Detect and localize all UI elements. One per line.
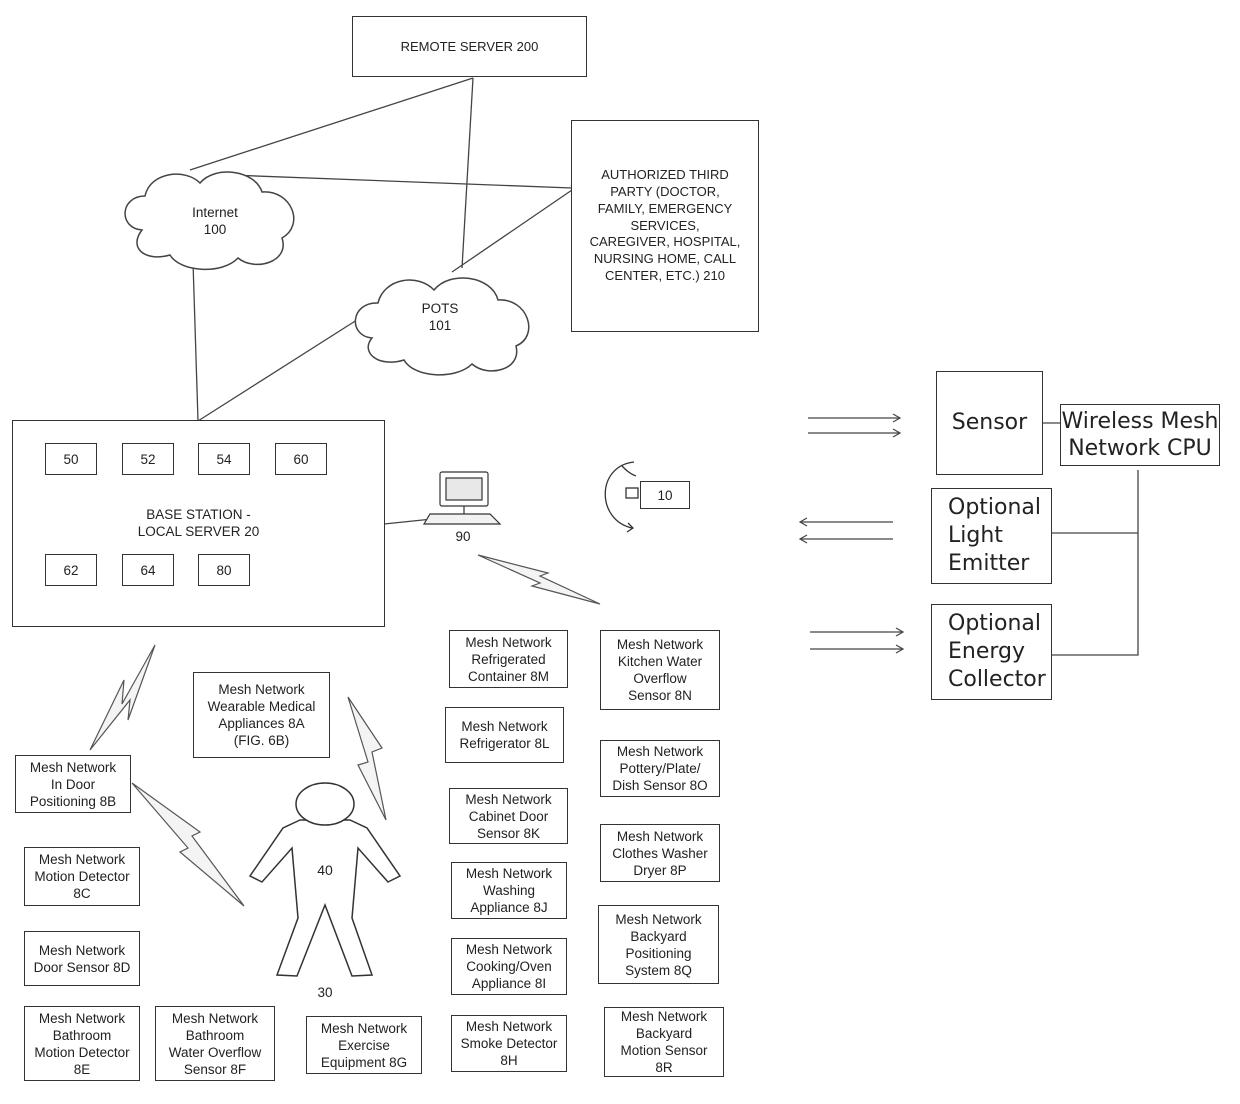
module-50: 50 — [45, 443, 97, 475]
device-8o: Mesh Network Pottery/Plate/ Dish Sensor … — [600, 740, 720, 797]
base-station-title: BASE STATION - LOCAL SERVER 20 — [13, 506, 384, 540]
internet-label: Internet 100 — [160, 204, 270, 238]
device-10-box: 10 — [640, 481, 690, 509]
link-pots-third-party — [452, 190, 572, 272]
device-8f: Mesh Network Bathroom Water Overflow Sen… — [155, 1006, 275, 1081]
lightning-icon — [90, 645, 155, 750]
lightning-icon — [478, 555, 600, 604]
third-party-box: AUTHORIZED THIRD PARTY (DOCTOR, FAMILY, … — [571, 120, 759, 332]
device-8b: Mesh Network In Door Positioning 8B — [15, 755, 131, 813]
device-8g: Mesh Network Exercise Equipment 8G — [306, 1016, 422, 1074]
device-8k: Mesh Network Cabinet Door Sensor 8K — [449, 788, 568, 844]
pots-label: POTS 101 — [385, 300, 495, 334]
link-cpu-bus — [1052, 470, 1138, 655]
module-52: 52 — [122, 443, 174, 475]
computer-label: 90 — [440, 528, 486, 545]
module-62: 62 — [45, 554, 97, 586]
rotation-arrows-icon — [605, 462, 638, 532]
module-60: 60 — [275, 443, 327, 475]
device-8d: Mesh Network Door Sensor 8D — [24, 931, 140, 986]
device-8n: Mesh Network Kitchen Water Overflow Sens… — [600, 630, 720, 710]
device-8e: Mesh Network Bathroom Motion Detector 8E — [24, 1006, 140, 1081]
computer-icon — [424, 472, 500, 524]
link-pots-base-station — [198, 318, 360, 421]
device-8c: Mesh Network Motion Detector 8C — [24, 847, 140, 906]
module-64: 64 — [122, 554, 174, 586]
device-8a: Mesh Network Wearable Medical Appliances… — [193, 672, 330, 758]
device-8p: Mesh Network Clothes Washer Dryer 8P — [600, 824, 720, 882]
device-8j: Mesh Network Washing Appliance 8J — [451, 862, 567, 919]
remote-server-box: REMOTE SERVER 200 — [352, 16, 587, 77]
link-remote-server-pots — [462, 78, 473, 268]
device-8l: Mesh Network Refrigerator 8L — [445, 707, 564, 763]
lightning-icon — [132, 783, 244, 906]
device-8r: Mesh Network Backyard Motion Sensor 8R — [604, 1007, 724, 1077]
energy-collector-box: Optional Energy Collector — [931, 604, 1052, 700]
device-8i: Mesh Network Cooking/Oven Appliance 8I — [451, 938, 567, 995]
person-ref-label: 30 — [305, 984, 345, 1001]
person-figure — [250, 820, 400, 976]
link-internet-third-party — [230, 175, 572, 188]
link-internet-remote-server — [190, 78, 473, 170]
device-8q: Mesh Network Backyard Positioning System… — [598, 905, 719, 984]
person-label: 40 — [305, 862, 345, 879]
wireless-mesh-cpu-box: Wireless Mesh Network CPU — [1060, 404, 1220, 466]
module-80: 80 — [198, 554, 250, 586]
device-8h: Mesh Network Smoke Detector 8H — [451, 1015, 567, 1072]
device-8m: Mesh Network Refrigerated Container 8M — [449, 630, 568, 688]
sensor-box: Sensor — [936, 371, 1043, 475]
person-head — [296, 783, 354, 825]
light-emitter-box: Optional Light Emitter — [931, 488, 1052, 584]
link-internet-base-station — [193, 262, 198, 421]
signal-arrows — [800, 414, 903, 653]
module-54: 54 — [198, 443, 250, 475]
